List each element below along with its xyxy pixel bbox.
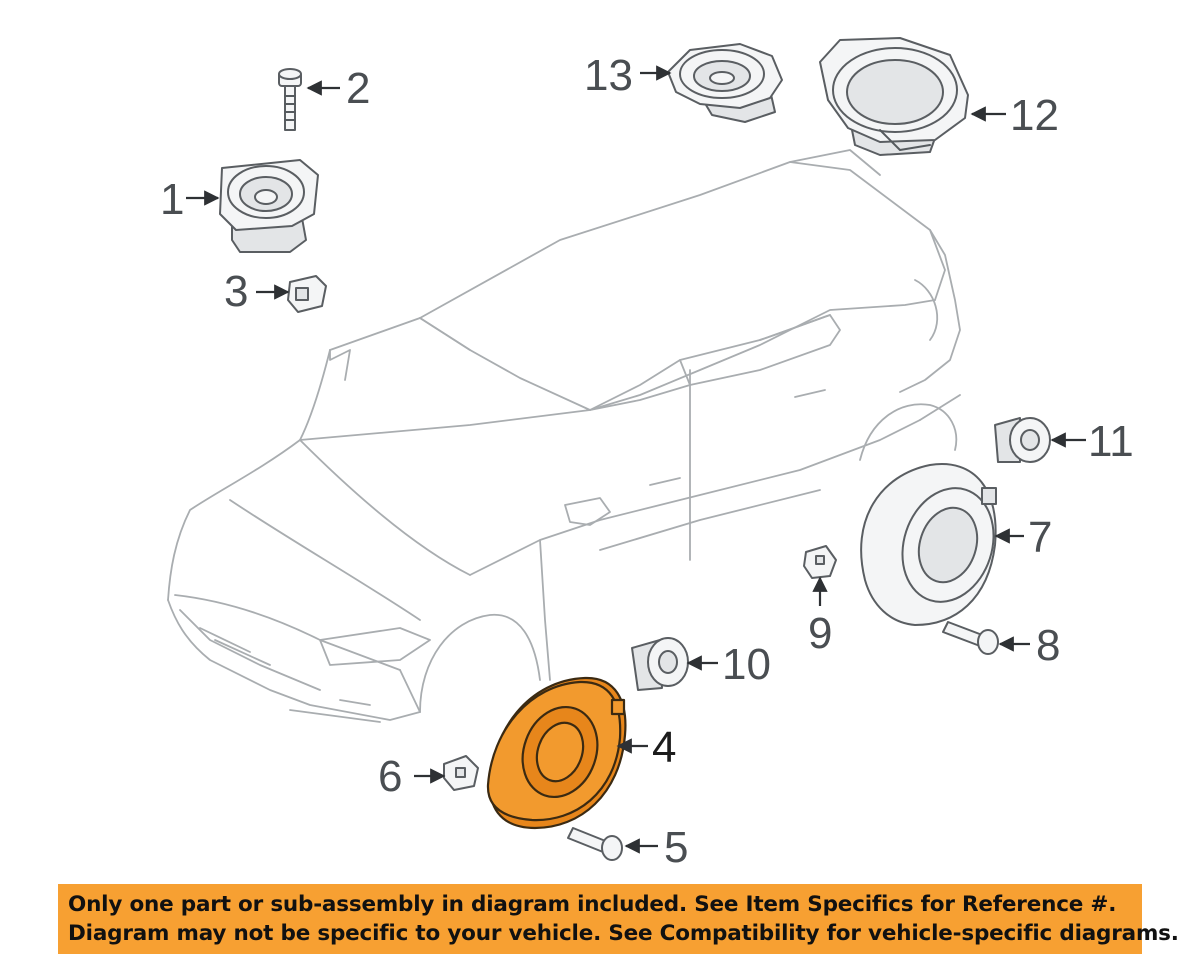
part-10-clip — [631, 637, 689, 691]
part-8-bolt — [942, 621, 999, 655]
part-5-bolt — [567, 827, 623, 861]
callout-8: 8 — [1036, 621, 1060, 670]
parts-diagram: 2 1 3 13 12 11 7 9 8 10 4 6 5 — [160, 37, 1134, 872]
part-2-bolt — [278, 68, 302, 131]
leader-arrows — [186, 65, 1086, 854]
callout-9: 9 — [808, 609, 832, 658]
callout-11: 11 — [1088, 417, 1134, 466]
disclaimer-line-2: Diagram may not be specific to your vehi… — [68, 921, 1179, 946]
part-4-speaker-highlighted — [486, 676, 627, 830]
callout-2: 2 — [346, 64, 370, 113]
callout-6: 6 — [378, 752, 402, 801]
part-12-speaker — [819, 37, 969, 156]
disclaimer-banner: Only one part or sub-assembly in diagram… — [58, 884, 1179, 954]
vehicle-outline — [167, 149, 961, 723]
callout-3: 3 — [224, 267, 248, 316]
part-1-speaker — [219, 159, 319, 253]
disclaimer-line-1: Only one part or sub-assembly in diagram… — [68, 892, 1117, 917]
part-11-clip — [994, 417, 1051, 463]
callout-7: 7 — [1028, 513, 1052, 562]
part-3-clip — [287, 275, 327, 313]
part-7-speaker — [860, 463, 997, 626]
part-9-clip — [803, 545, 837, 579]
part-13-speaker — [667, 43, 783, 123]
callout-13: 13 — [584, 51, 633, 100]
callout-5: 5 — [664, 823, 688, 872]
callout-10: 10 — [722, 640, 771, 689]
callout-4: 4 — [652, 723, 676, 772]
callout-1: 1 — [160, 175, 184, 224]
part-6-clip — [443, 755, 479, 791]
callout-labels: 2 1 3 13 12 11 7 9 8 10 4 6 5 — [160, 51, 1134, 872]
callout-12: 12 — [1010, 91, 1059, 140]
